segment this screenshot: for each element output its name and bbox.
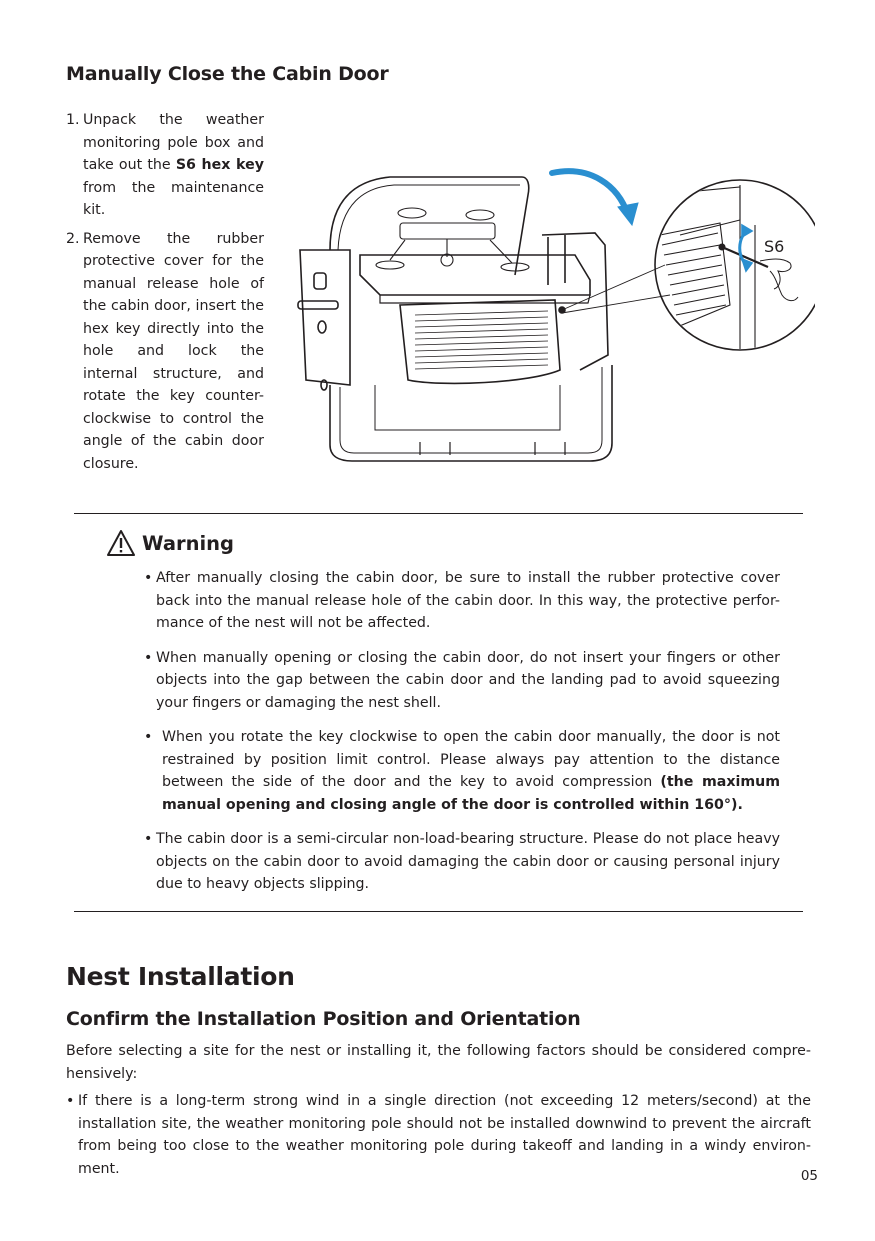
warning-item: When manually opening or closing the cab… (144, 647, 780, 715)
page-heading: Nest Installation (66, 962, 295, 991)
warning-triangle-icon (107, 530, 135, 556)
warning-text: When you rotate the key clockwise to ope… (162, 729, 780, 790)
step-number: 1. (66, 112, 80, 128)
step-bold-text: S6 hex key (175, 157, 264, 173)
step-text: from the maintenance kit. (83, 179, 264, 219)
warning-item: When you rotate the key clockwise to ope… (144, 726, 780, 816)
warning-item: The cabin door is a semi-circular non-lo… (144, 828, 780, 896)
warning-list: After manually closing the cabin door, b… (144, 567, 780, 908)
step-number: 2. (66, 230, 80, 247)
intro-paragraph: Before selecting a site for the nest or … (66, 1043, 811, 1082)
warning-item: After manually closing the cabin door, b… (144, 567, 780, 635)
warning-top-divider (74, 513, 803, 514)
warning-text: The cabin door is a semi-circular non-lo… (156, 831, 780, 892)
step-text: Remove the rubber protective cover for t… (83, 230, 264, 472)
subsection-title: Confirm the Installation Position and Or… (66, 1008, 581, 1030)
warning-text: When manually opening or closing the cab… (156, 649, 780, 711)
section-title: Manually Close the Cabin Door (66, 63, 389, 85)
warning-heading: Warning (106, 529, 234, 557)
list-item: • If there is a long-term strong wind in… (66, 1093, 811, 1177)
warning-text: After manually closing the cabin door, b… (156, 570, 780, 631)
s6-callout-label: S6 (764, 237, 784, 256)
step-item: 2. Remove the rubber protective cover fo… (66, 228, 264, 476)
warning-title: Warning (142, 531, 234, 555)
warning-bold-text: (the maximum manual opening and closing … (162, 774, 780, 813)
warning-bottom-divider (74, 911, 803, 912)
procedure-steps: 1. Unpack the weather monitoring pole bo… (66, 109, 264, 481)
step-text: Unpack the weather monitoring pole box a… (83, 112, 264, 173)
page-number: 05 (800, 1168, 818, 1184)
step-item: 1. Unpack the weather monitoring pole bo… (66, 109, 264, 222)
bullet-text: If there is a long-term strong wind in a… (78, 1093, 811, 1177)
nest-door-illustration: S6 (297, 168, 815, 462)
